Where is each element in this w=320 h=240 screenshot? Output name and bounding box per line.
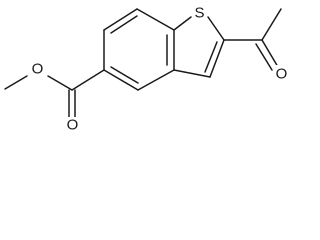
bond-oxygen-methyl (4, 75, 28, 90)
atom-label-ester-carbonyl-oxygen: O (65, 117, 80, 134)
bond-c3-c3a (173, 69, 211, 78)
bond-c5-c4 (103, 69, 139, 91)
bond-ketone-c-o-b (255, 43, 273, 71)
bond-c5-ester-carbon (71, 69, 105, 91)
bond-c7a-s1 (173, 16, 192, 31)
sulfur-label: S (194, 5, 204, 22)
atom-label-ketone-oxygen: O (274, 65, 289, 84)
atom-label-ester-ether-oxygen: O (30, 60, 45, 79)
ester-ether-oxygen-label: O (32, 61, 44, 78)
bond-s1-c2 (207, 16, 225, 41)
thiophene-ring (173, 16, 225, 78)
bond-ketone-c-o-a (261, 39, 279, 68)
ketone-oxygen-label: O (276, 66, 288, 83)
methyl-ester-group (4, 69, 105, 120)
bond-ester-carbon-oxygen (47, 75, 73, 91)
bond-c7-c6 (103, 8, 138, 31)
atom-label-sulfur: S (192, 4, 207, 23)
benzene-ring (103, 8, 175, 91)
bond-c2-c3 (209, 39, 225, 78)
acetyl-group (223, 8, 282, 71)
bond-c7a-c7 (136, 8, 175, 31)
chemical-structure-diagram: S O O O (4, 4, 289, 134)
double-bond-c2-c3-inner (204, 41, 218, 73)
double-bond-c7-c6-inner (110, 15, 138, 34)
double-bond-c5-c4-inner (110, 66, 139, 84)
bond-carbonyl-methyl (261, 8, 282, 41)
ester-carbonyl-oxygen-label: O (67, 117, 79, 134)
bond-c4-c3a (137, 69, 175, 91)
